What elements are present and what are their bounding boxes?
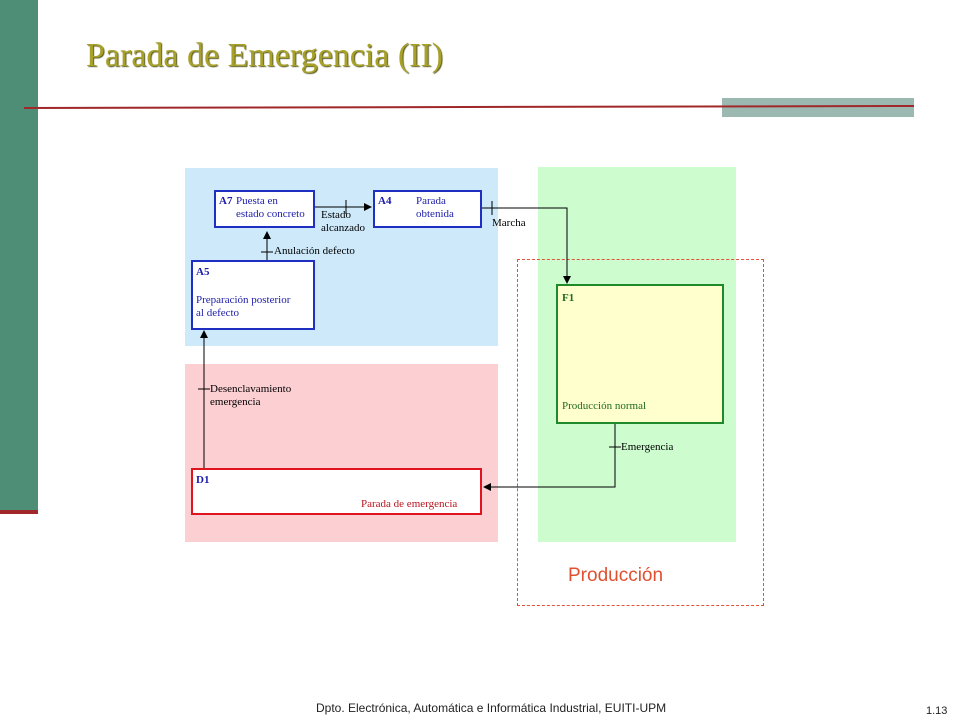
step-a4-text: Parada obtenida [416, 195, 454, 220]
step-a5: A5 Preparación posterior al defecto [191, 260, 315, 330]
step-f1-text: Producción normal [562, 400, 647, 412]
step-d1: D1 Parada de emergencia [191, 468, 482, 515]
title-rule [24, 105, 914, 109]
production-group-box [517, 259, 764, 606]
step-d1-text: Parada de emergencia [361, 498, 458, 510]
step-a7: A7 Puesta en estado concreto [214, 190, 315, 228]
footer-text: Dpto. Electrónica, Automática e Informát… [316, 701, 667, 715]
production-group-label: Producción [568, 565, 664, 586]
step-a4: A4 Parada obtenida [373, 190, 482, 228]
step-a4-id: A4 [378, 195, 392, 207]
page-number: 1.13 [926, 705, 948, 717]
side-accent-bar-foot [0, 510, 38, 514]
step-a7-id: A7 [219, 195, 233, 207]
title-accent-block [722, 98, 914, 117]
link-a4-f1 [482, 207, 571, 284]
step-d1-id: D1 [196, 474, 210, 486]
transition-label-emergencia: Emergencia [621, 441, 674, 453]
transition-label-anulacion-defecto: Anulación defecto [274, 245, 355, 257]
step-a5-id: A5 [196, 266, 210, 278]
step-a5-text: Preparación posterior al defecto [196, 294, 291, 319]
link-f1-d1 [483, 424, 616, 491]
step-f1-id: F1 [562, 292, 575, 304]
slide-title: Parada de Emergencia (II) [86, 37, 444, 74]
step-a7-text: Puesta en estado concreto [236, 195, 305, 220]
transition-label-marcha: Marcha [492, 217, 526, 229]
side-accent-bar [0, 0, 38, 512]
step-f1: F1 Producción normal [556, 284, 724, 424]
transition-label-desenclavamiento: Desenclavamiento emergencia [210, 383, 292, 408]
transition-label-estado-alcanzado: Estado alcanzado [321, 209, 365, 234]
